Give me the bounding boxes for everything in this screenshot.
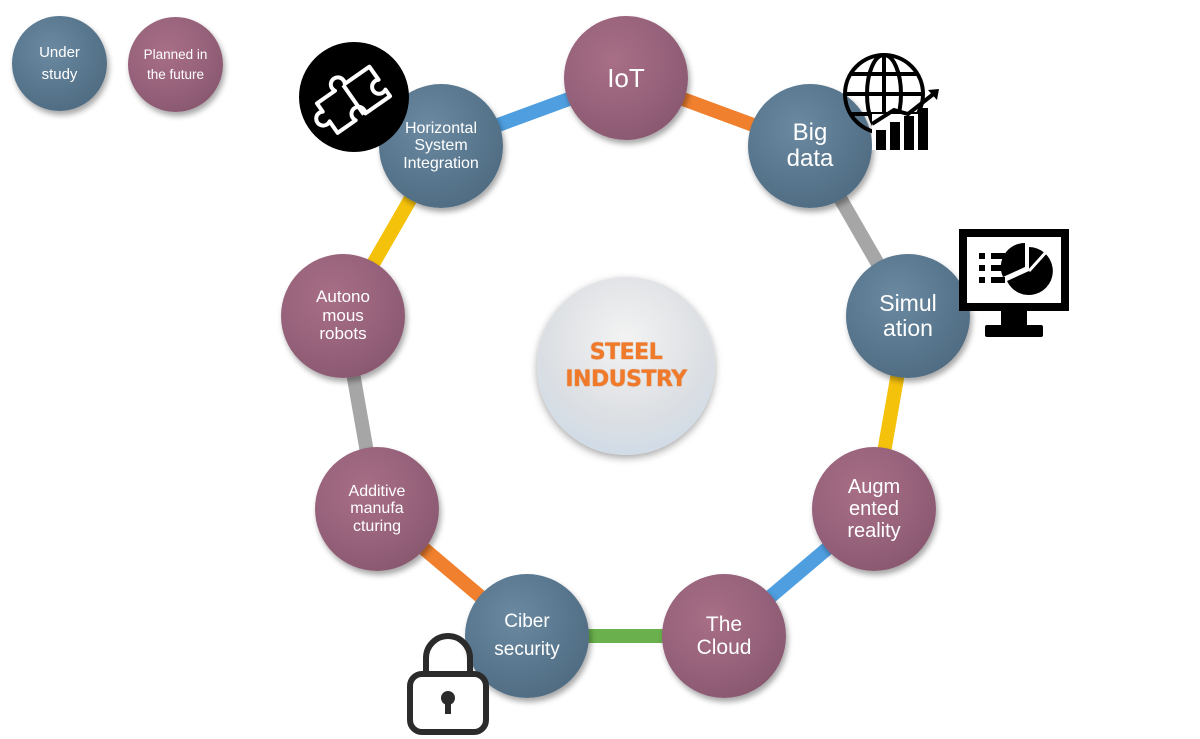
node-autonomous-robots-label: Autono mous robots — [316, 286, 370, 344]
monitor-chart-icon — [959, 229, 1069, 337]
node-horizontal-integration-label: Horizontal System Integration — [403, 119, 479, 172]
node-the-cloud: The Cloud — [662, 574, 786, 698]
node-augmented-reality-label: Augm ented reality — [847, 476, 901, 542]
node-simulation: Simul ation — [846, 254, 970, 378]
node-autonomous-robots: Autono mous robots — [281, 254, 405, 378]
legend-planned-label: Planned in the future — [143, 46, 208, 82]
node-the-cloud-label: The Cloud — [696, 612, 752, 659]
legend-under-study-label: Under study — [39, 43, 80, 83]
node-additive-manufacturing-label: Additive manufa cturing — [348, 482, 406, 535]
legend-planned: Planned in the future — [128, 17, 223, 112]
padlock-icon — [407, 633, 489, 735]
node-augmented-reality: Augm ented reality — [812, 447, 936, 571]
node-iot: IoT — [564, 16, 688, 140]
legend-under-study: Under study — [12, 16, 107, 111]
center-label: STEEL INDUSTRY — [565, 339, 687, 393]
node-simulation-label: Simul ation — [879, 289, 937, 341]
center-steel-industry: STEEL INDUSTRY — [537, 277, 715, 455]
node-big-data: Big data — [748, 84, 872, 208]
puzzle-icon — [299, 42, 409, 152]
node-big-data-label: Big data — [786, 118, 834, 172]
node-ciber-security-label: Ciber security — [494, 610, 560, 661]
node-additive-manufacturing: Additive manufa cturing — [315, 447, 439, 571]
node-iot-label: IoT — [607, 62, 645, 93]
globe-chart-icon — [843, 53, 942, 150]
